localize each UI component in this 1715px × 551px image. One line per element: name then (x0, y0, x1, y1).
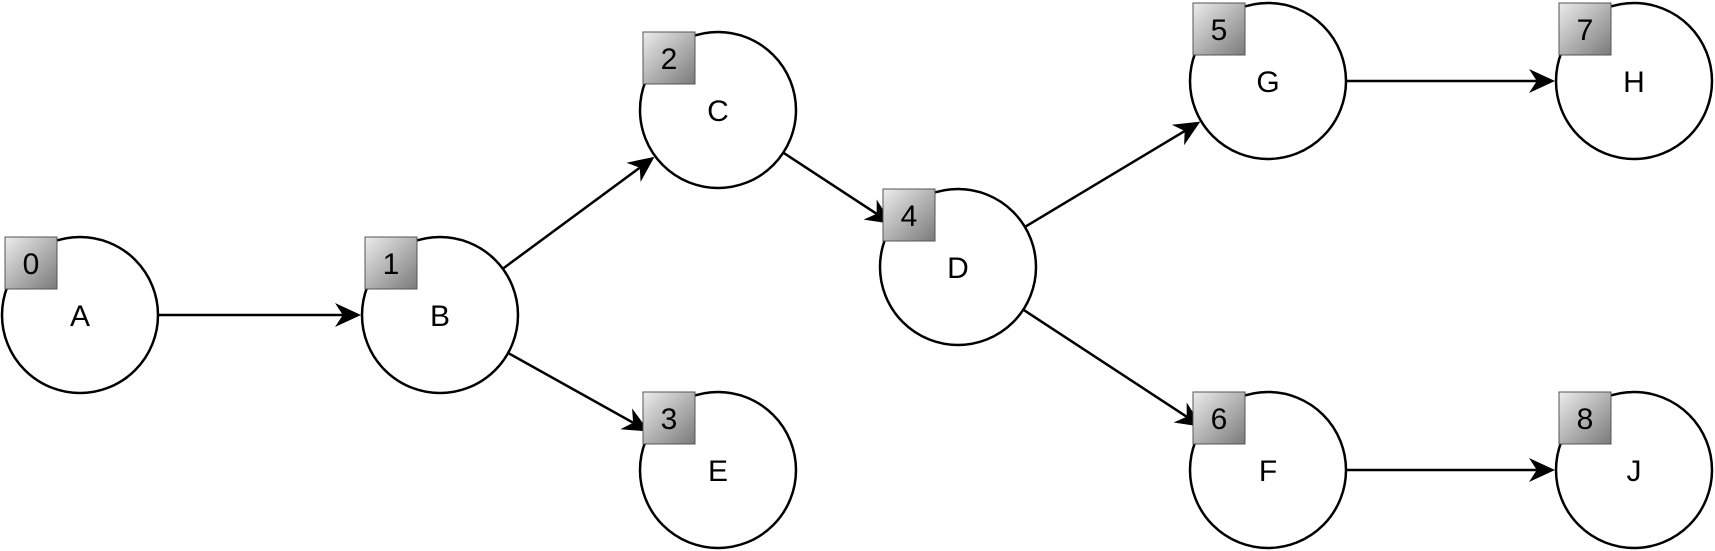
index-badge: 4 (882, 188, 936, 242)
edge-line (1024, 124, 1195, 228)
edge-f-to-j (1346, 458, 1555, 482)
badge-box (1558, 2, 1612, 56)
node-g: G5 (1188, 1, 1348, 161)
edge-line (502, 160, 649, 270)
node-label: E (708, 455, 728, 488)
badge-label: 3 (661, 403, 678, 436)
node-d: D4 (878, 187, 1038, 347)
arrowhead (1171, 121, 1201, 146)
index-badge: 7 (1558, 2, 1612, 56)
badge-label: 7 (1577, 14, 1594, 47)
badge-box (1192, 391, 1246, 445)
node-label: B (430, 300, 450, 333)
arrowhead (335, 303, 361, 327)
arrowhead (1529, 458, 1555, 482)
edge-d-to-g (1024, 121, 1201, 228)
node-label: D (947, 252, 969, 285)
edge-b-to-e (507, 351, 649, 432)
badge-box (1558, 391, 1612, 445)
edge-line (782, 151, 886, 221)
badge-label: 4 (901, 200, 918, 233)
edge-c-to-d (782, 151, 892, 224)
edge-line (507, 351, 643, 429)
node-label: C (707, 95, 729, 128)
badge-label: 5 (1211, 14, 1228, 47)
edge-line (1022, 308, 1196, 424)
node-label: G (1256, 66, 1279, 99)
node-label: J (1627, 455, 1642, 488)
edge-d-to-f (1022, 308, 1202, 427)
badge-box (642, 31, 696, 85)
arrowhead (1529, 69, 1555, 93)
badge-box (1192, 2, 1246, 56)
badge-label: 8 (1577, 403, 1594, 436)
index-badge: 5 (1192, 2, 1246, 56)
node-j: J8 (1554, 390, 1714, 550)
node-label: F (1259, 455, 1277, 488)
badge-label: 6 (1211, 403, 1228, 436)
index-badge: 6 (1192, 391, 1246, 445)
index-badge: 3 (642, 391, 696, 445)
node-a: A0 (0, 235, 160, 395)
badge-box (882, 188, 936, 242)
node-b: B1 (360, 235, 520, 395)
index-badge: 2 (642, 31, 696, 85)
node-f: F6 (1188, 390, 1348, 550)
node-label: A (70, 300, 90, 333)
arrowhead (620, 408, 649, 432)
badge-box (4, 236, 58, 290)
node-label: H (1623, 66, 1645, 99)
edge-a-to-b (158, 303, 361, 327)
node-h: H7 (1554, 1, 1714, 161)
badge-box (364, 236, 418, 290)
edge-g-to-h (1346, 69, 1555, 93)
badge-label: 0 (23, 248, 40, 281)
index-badge: 8 (1558, 391, 1612, 445)
edges-layer (158, 69, 1555, 482)
arrowhead (626, 156, 655, 182)
badge-box (642, 391, 696, 445)
edge-b-to-c (502, 156, 655, 270)
index-badge: 0 (4, 236, 58, 290)
node-c: C2 (638, 30, 798, 190)
badge-label: 2 (661, 43, 678, 76)
index-badge: 1 (364, 236, 418, 290)
badge-label: 1 (383, 248, 400, 281)
node-e: E3 (638, 390, 798, 550)
